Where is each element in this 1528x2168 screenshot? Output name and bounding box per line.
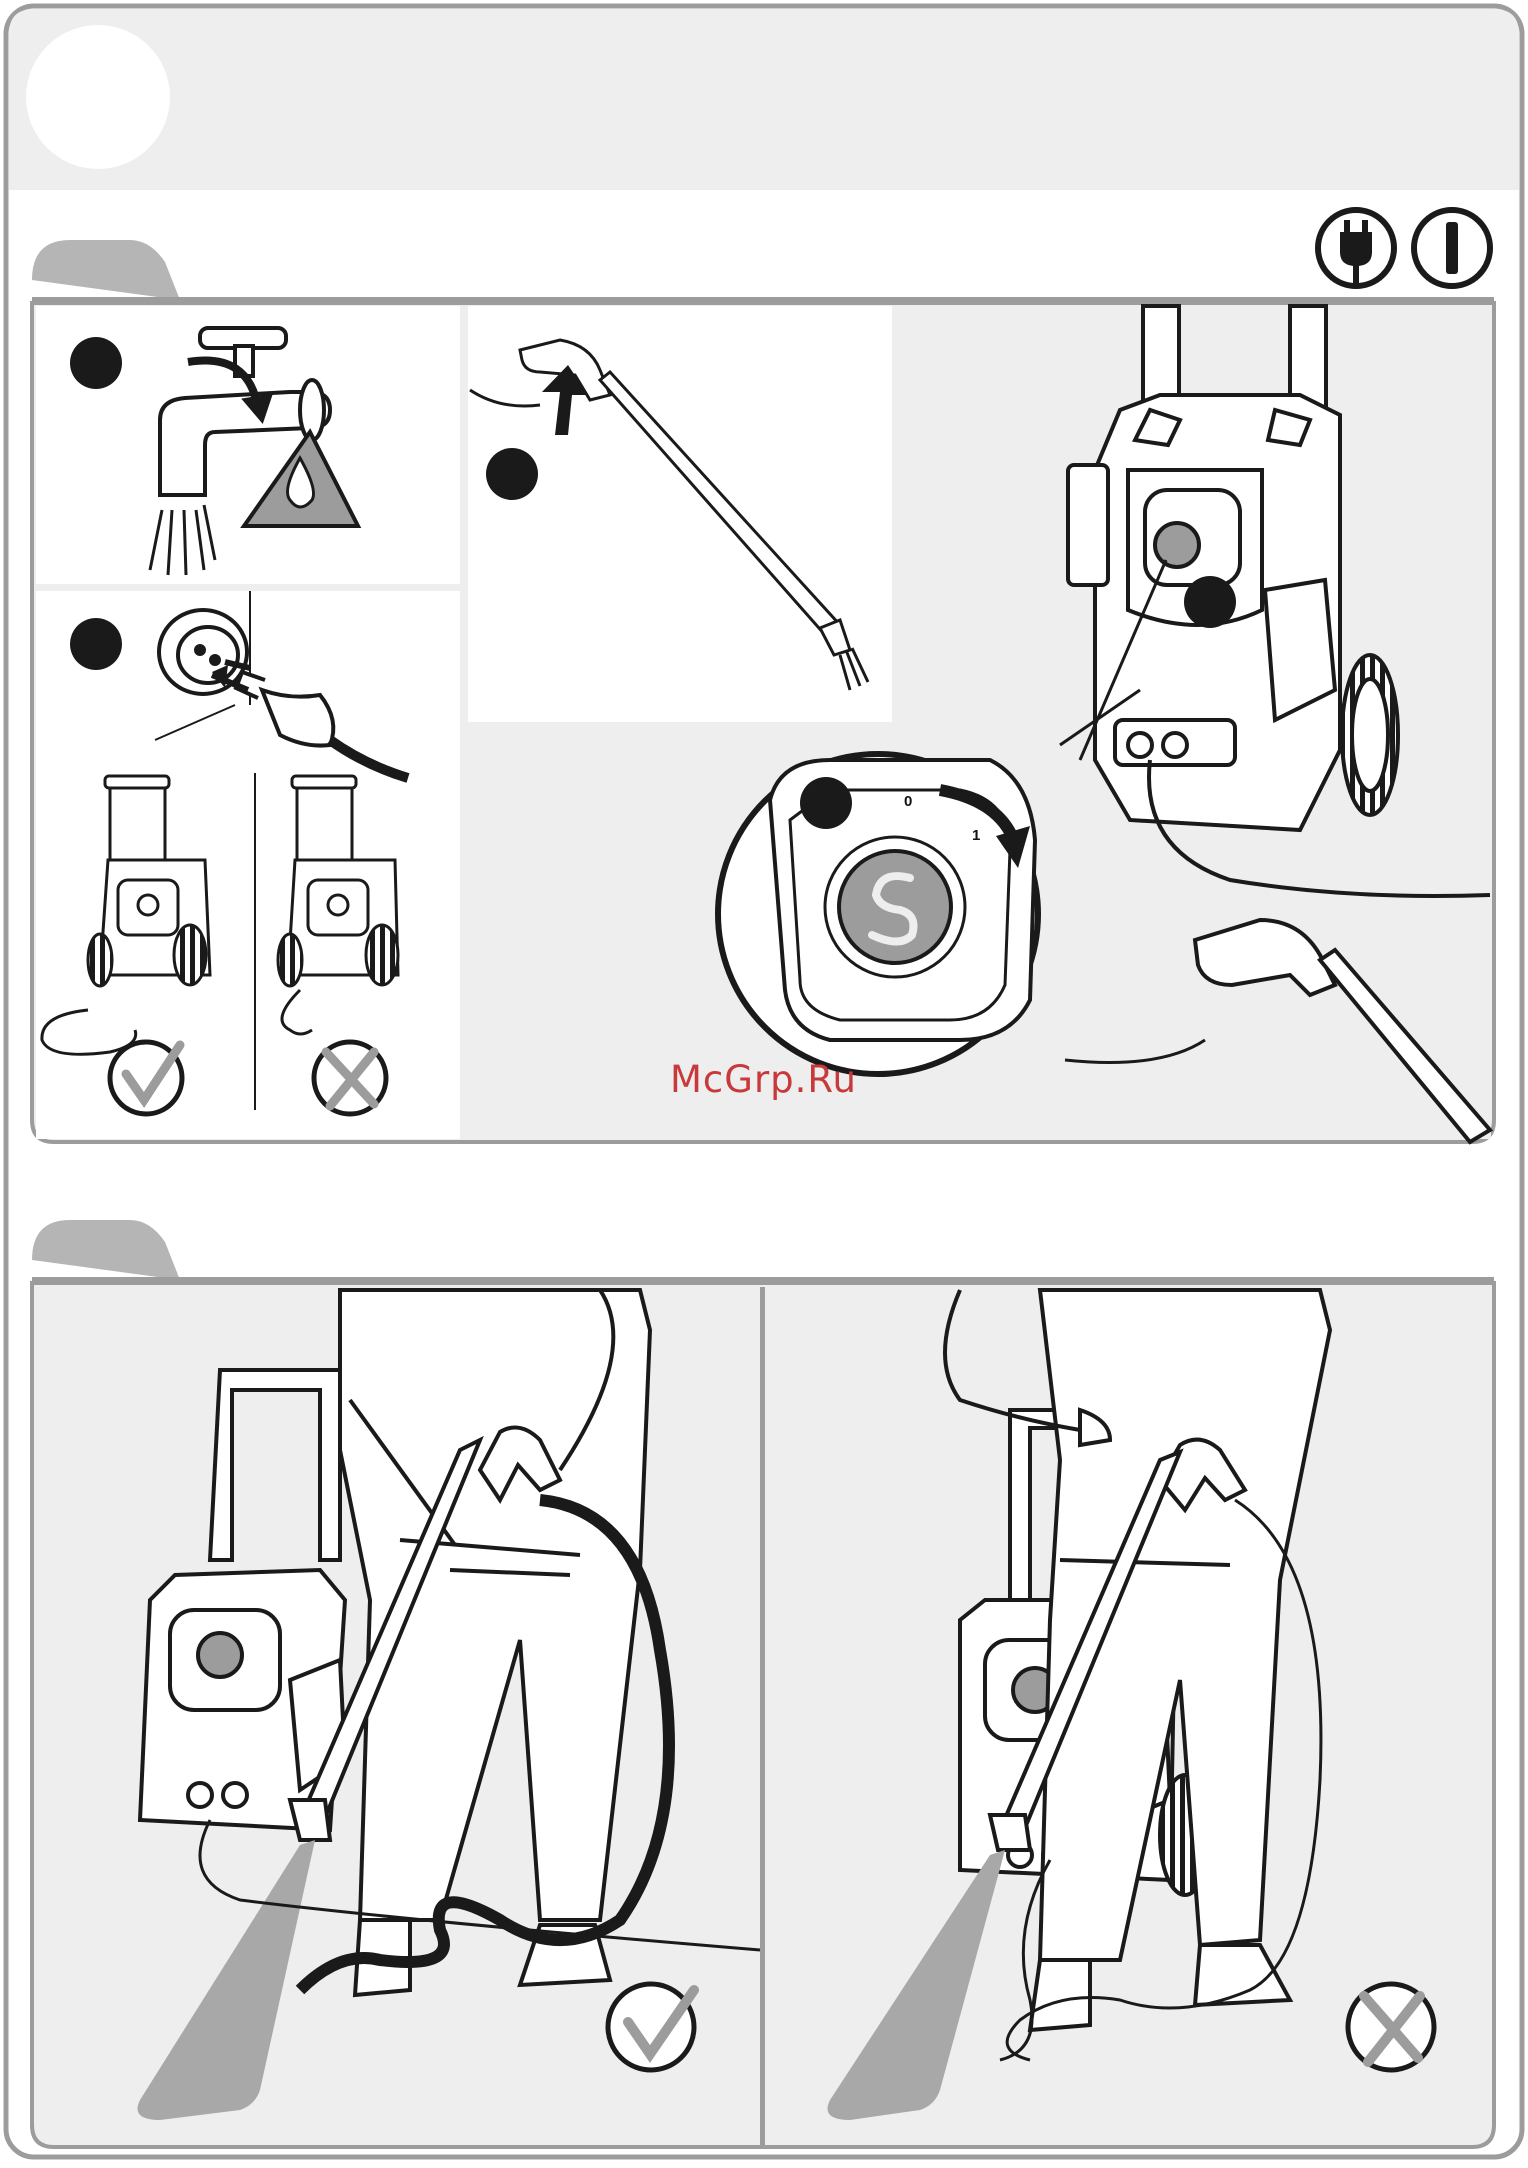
cross-icon [314,1042,386,1114]
step-bullet [70,618,122,670]
cross-icon [1348,1984,1434,2070]
dial-on-label: 1 [972,827,980,844]
dial-off-label: 0 [904,793,912,810]
step-circle [26,25,170,169]
plug-icon [1318,210,1394,286]
check-icon [608,1984,694,2070]
header-band [9,9,1519,190]
step-bullet [1184,576,1236,628]
step-bullet [70,337,122,389]
check-icon [110,1042,182,1114]
watermark-text: McGrp.Ru [670,1058,857,1101]
power-switch-icon [1414,210,1490,286]
step-bullet [486,448,538,500]
switch-zoom: 0 1 [718,754,1038,1074]
